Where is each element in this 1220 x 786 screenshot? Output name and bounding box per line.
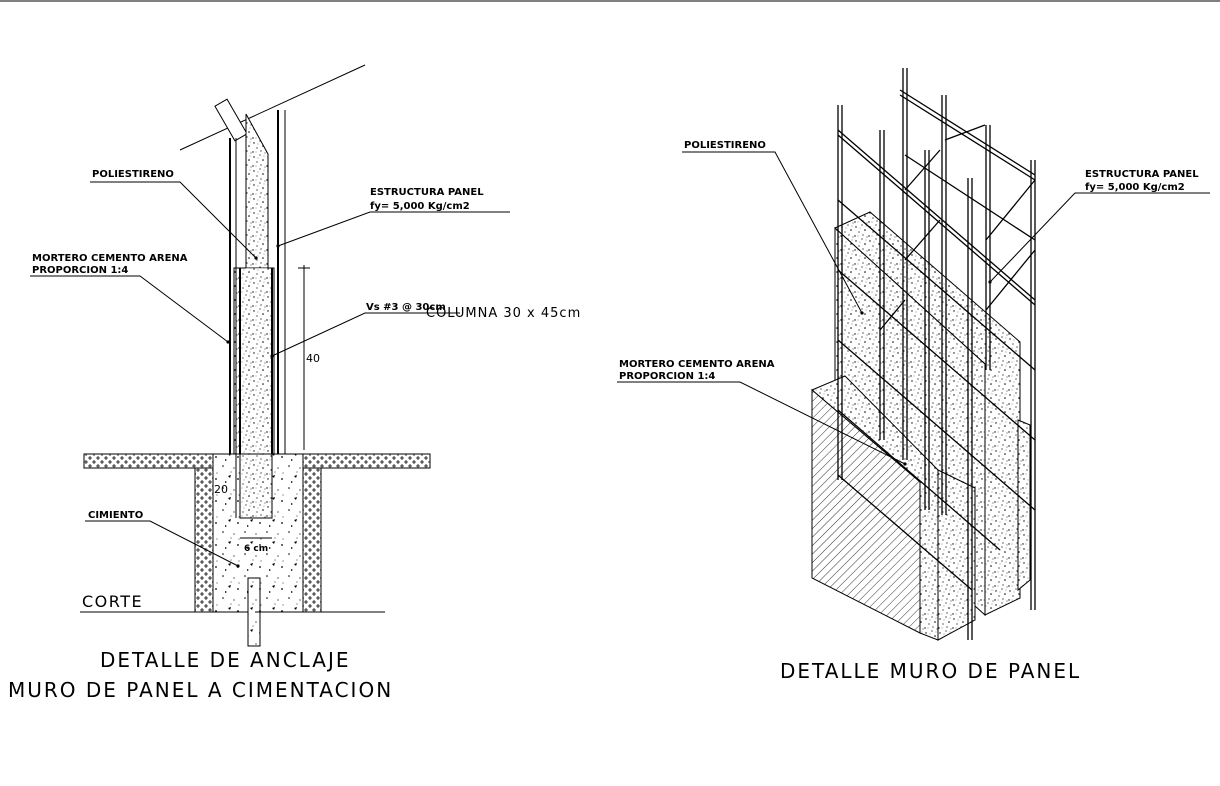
mortar-side	[937, 469, 976, 641]
leader-dot-mortero	[226, 340, 230, 344]
ground-left	[83, 453, 235, 469]
leader-cimiento	[85, 520, 239, 567]
break-symbol	[214, 98, 248, 142]
leader-r-mortero	[617, 381, 906, 465]
mortar-section-hatch	[811, 388, 921, 634]
foundation-wall-left	[194, 467, 214, 613]
leader-dot-r-estructura	[988, 280, 992, 284]
leader-r-estructura	[989, 192, 1210, 283]
label-r-estructura-panel: ESTRUCTURA PANEL	[1085, 169, 1199, 180]
label-r-mortero: MORTERO CEMENTO ARENA	[619, 359, 775, 370]
leader-dot-cimiento	[236, 564, 240, 568]
leader-varilla	[271, 312, 460, 357]
leader-dot-poliestireno	[254, 256, 258, 260]
mortar-back	[1017, 419, 1031, 592]
mortar-core	[246, 268, 268, 456]
label-estructura-panel: ESTRUCTURA PANEL	[370, 187, 484, 198]
dim-40-label: 40	[306, 352, 320, 365]
label-columna: COLUMNA 30 x 45cm	[426, 306, 581, 321]
dim-6cm-label: 6 cm	[244, 544, 268, 554]
label-poliestireno: POLIESTIRENO	[92, 169, 174, 180]
leader-dot-estructura	[276, 244, 280, 248]
label-r-proporcion: PROPORCION 1:4	[619, 371, 715, 382]
leader-r-poliestireno	[682, 151, 863, 314]
leader-estructura-panel	[277, 211, 510, 247]
title-right: DETALLE MURO DE PANEL	[780, 659, 1081, 683]
dim-20-label: 20	[214, 483, 228, 496]
label-cimiento: CIMIENTO	[88, 510, 143, 521]
leader-dot-varilla	[270, 354, 274, 358]
ground-right	[285, 453, 431, 469]
leader-dot-r-mortero	[903, 462, 907, 466]
title-line2: MURO DE PANEL A CIMENTACION	[8, 678, 393, 702]
label-corte: CORTE	[82, 592, 143, 611]
title-line1: DETALLE DE ANCLAJE	[100, 648, 350, 672]
foundation-panel-end	[239, 453, 273, 519]
foundation-wall-right	[302, 467, 322, 613]
label-varilla: Vs #3 @ 30cm	[366, 302, 446, 313]
break-line	[179, 64, 366, 151]
leader-poliestireno	[90, 181, 257, 259]
label-proporcion: PROPORCION 1:4	[32, 265, 128, 276]
leader-mortero	[30, 275, 229, 343]
label-r-poliestireno: POLIESTIRENO	[684, 140, 766, 151]
label-r-fy: fy= 5,000 Kg/cm2	[1085, 182, 1185, 193]
label-mortero: MORTERO CEMENTO ARENA	[32, 253, 188, 264]
panel-wall-detail: POLIESTIRENO ESTRUCTURA PANEL fy= 5,000 …	[617, 68, 1210, 683]
label-fy: fy= 5,000 Kg/cm2	[370, 201, 470, 212]
anchorage-detail: 40 20 6 cm POLIESTIRENO ESTRUCTURA PANEL…	[8, 64, 581, 702]
steel-mesh	[837, 68, 1036, 640]
leader-dot-r-poliestireno	[860, 311, 864, 315]
